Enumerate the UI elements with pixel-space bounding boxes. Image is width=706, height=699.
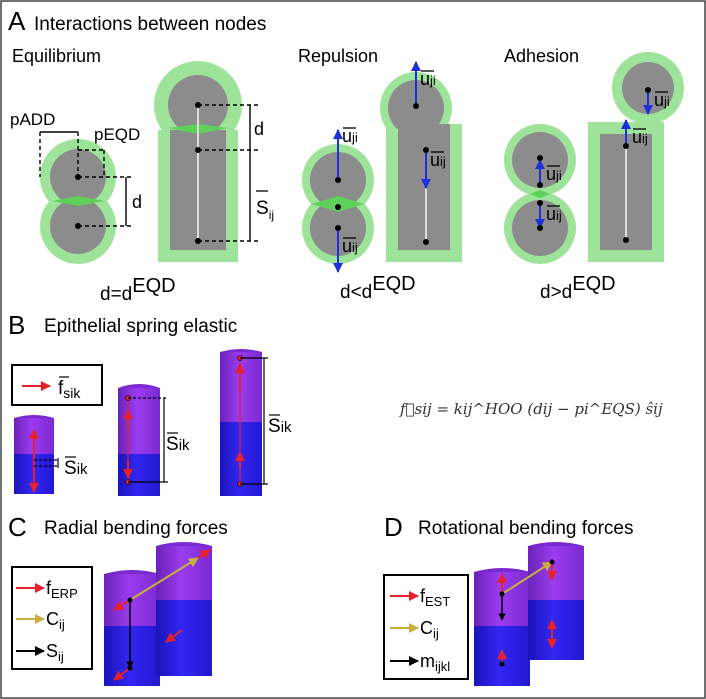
label-padd: pADD (10, 110, 55, 129)
panel-d-title: Rotational bending forces (418, 518, 633, 539)
caption-repulsion: d<dEQD (340, 273, 416, 303)
cells-radial (104, 542, 212, 686)
equilibrium-dimensions (39, 131, 132, 227)
svg-text:fERP: fERP (46, 578, 78, 601)
label-d-capsule: d (254, 119, 264, 139)
label-s-ik-short: Sik (64, 458, 88, 479)
label-u-ij-adh: uij (546, 204, 562, 224)
label-u-ji-rep: uji (342, 126, 358, 146)
caption-equilibrium: d=dEQD (100, 275, 176, 305)
svg-text:fEST: fEST (420, 586, 450, 609)
panel-d-letter: D (384, 512, 403, 542)
label-u-ij-rep: uij (342, 236, 358, 256)
capsule-dimensions (198, 104, 258, 242)
label-peqd: pEQD (94, 125, 140, 144)
label-s-ik-medium: Sik (166, 434, 190, 455)
label-s-ik-tall: Sik (268, 416, 292, 437)
legend-c: fERP Cij Sij (11, 566, 93, 670)
label-u-ji-rep-capsule: uji (420, 69, 436, 89)
svg-text:mijkl: mijkl (420, 651, 450, 674)
label-u-ji-adh-node: uji (654, 90, 670, 110)
panel-a-title: Interactions between nodes (34, 14, 266, 35)
adhesion-capsule (588, 52, 684, 262)
panel-b-letter: B (8, 310, 25, 340)
equation-spring: f⃗sij = kij^HOO (dij − pi^EQS) ŝij (399, 400, 663, 418)
cell-short (14, 415, 59, 494)
svg-text:fsik: fsik (58, 378, 81, 401)
cells-rotational (474, 542, 584, 686)
label-repulsion: Repulsion (298, 46, 378, 66)
svg-text:Cij: Cij (420, 618, 439, 641)
cell-medium (118, 384, 168, 496)
label-d-equilibrium: d (132, 192, 142, 212)
panel-c-letter: C (8, 512, 27, 542)
label-u-ji-adh: uji (546, 164, 562, 184)
svg-text:Cij: Cij (46, 609, 65, 632)
label-u-ij-rep-capsule: uij (430, 150, 446, 170)
label-adhesion: Adhesion (504, 46, 579, 66)
svg-text:Sij: Sij (46, 641, 64, 664)
legend-d: fEST Cij mijkl (383, 574, 469, 680)
panel-a-letter: A (8, 6, 26, 36)
label-u-ij-adh-capsule: uij (632, 127, 648, 147)
adhesion-node-pair (504, 124, 576, 264)
label-s-ij: Sij (256, 198, 274, 222)
panel-b-title: Epithelial spring elastic (44, 316, 237, 337)
repulsion-node-pair (302, 129, 374, 273)
panel-c-title: Radial bending forces (44, 518, 228, 539)
caption-adhesion: d>dEQD (540, 273, 616, 303)
label-equilibrium: Equilibrium (12, 46, 101, 66)
legend-b: fsik (11, 364, 103, 406)
cell-tall (220, 349, 268, 496)
equilibrium-capsule (154, 61, 242, 262)
repulsion-capsule (380, 61, 462, 262)
